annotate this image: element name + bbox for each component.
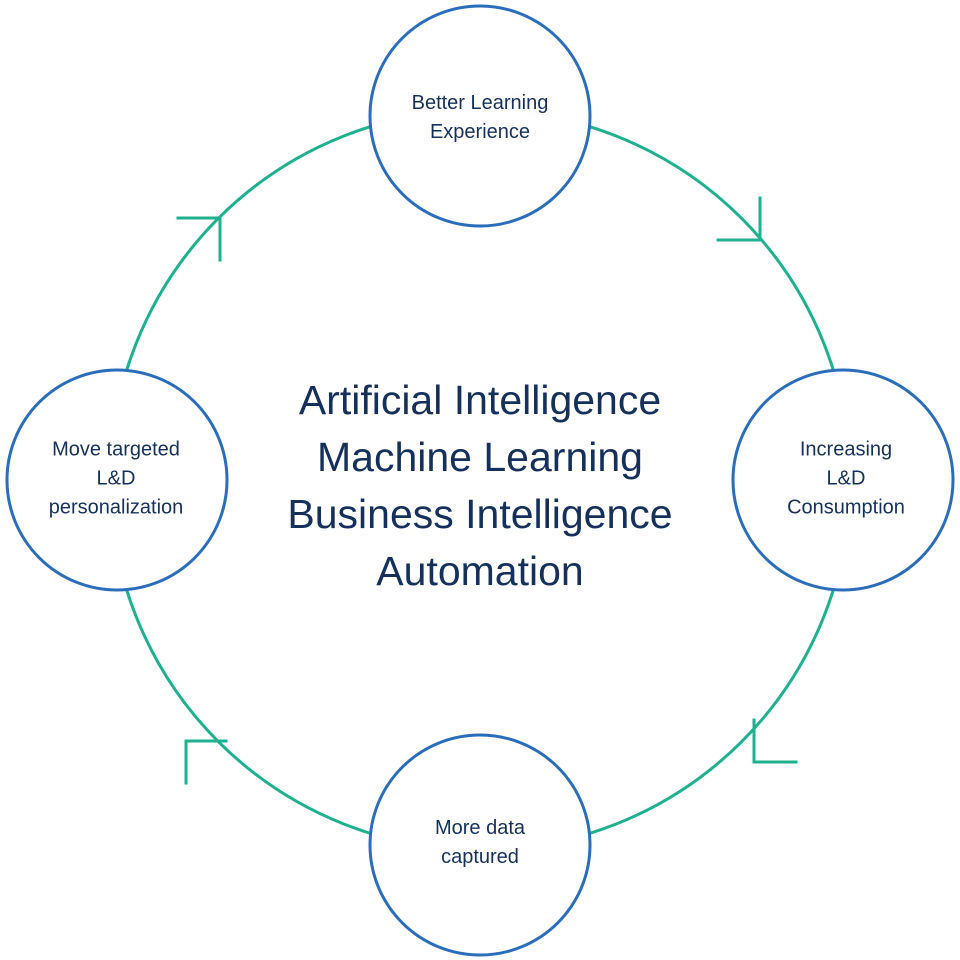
- center-line-automation: Automation: [376, 548, 584, 594]
- node-left-line-3: personalization: [48, 496, 184, 519]
- node-bottom-line-2: captured: [441, 846, 519, 868]
- node-bottom-line-1: More data: [434, 817, 526, 839]
- center-line-ml: Machine Learning: [317, 434, 643, 480]
- node-label-right: Increasing L&D Consumption: [756, 436, 936, 523]
- center-technologies: Artificial Intelligence Machine Learning…: [287, 372, 672, 600]
- node-top-line-2: Experience: [429, 121, 531, 143]
- node-left-line-2: L&D: [96, 467, 136, 490]
- arrow-bottom-right-icon: [752, 718, 798, 764]
- node-circle-top: [368, 4, 592, 228]
- node-circle-bottom: [368, 733, 592, 957]
- arrow-top-left-icon: [176, 216, 222, 262]
- node-label-left: Move targeted L&D personalization: [26, 436, 206, 523]
- node-label-top: Better Learning Experience: [390, 89, 570, 147]
- node-right-line-3: Consumption: [787, 496, 905, 519]
- center-line-ai: Artificial Intelligence: [298, 377, 662, 423]
- node-right-line-2: L&D: [826, 467, 866, 490]
- node-top-line-1: Better Learning: [411, 92, 549, 114]
- node-circle-right: [731, 368, 955, 592]
- center-line-bi: Business Intelligence: [287, 491, 673, 537]
- node-right-line-1: Increasing: [799, 438, 893, 461]
- node-label-bottom: More data captured: [390, 814, 570, 872]
- arrow-top-right-icon: [716, 196, 762, 242]
- node-circle-left: [5, 368, 229, 592]
- node-left-line-1: Move targeted: [52, 438, 180, 461]
- arrow-bottom-left-icon: [184, 739, 228, 785]
